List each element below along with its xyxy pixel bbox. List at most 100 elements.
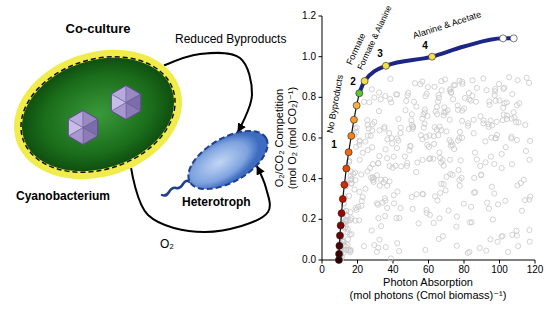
gray-point bbox=[396, 116, 401, 121]
cell-name: Cyanobacterium bbox=[16, 190, 110, 204]
callout-number: 3 bbox=[377, 48, 383, 60]
gray-point bbox=[486, 206, 491, 211]
curve-point bbox=[343, 165, 350, 172]
gray-point bbox=[363, 139, 368, 144]
gray-point bbox=[441, 163, 446, 168]
gray-point bbox=[357, 139, 362, 144]
axis-unit: (mol O₂ (mol CO₂)⁻¹) bbox=[285, 87, 298, 189]
gray-point bbox=[456, 167, 461, 172]
gray-point bbox=[385, 156, 390, 161]
carboxysomes bbox=[68, 86, 140, 145]
gray-point bbox=[377, 90, 382, 95]
gray-point bbox=[465, 250, 470, 255]
gray-point bbox=[434, 127, 439, 132]
annotation: Alanine & Acetate bbox=[412, 9, 483, 41]
gray-point bbox=[471, 117, 476, 122]
gray-point bbox=[395, 241, 400, 246]
gray-point bbox=[484, 88, 489, 93]
gray-points bbox=[337, 75, 533, 263]
gray-point bbox=[423, 247, 428, 252]
gray-point bbox=[397, 249, 402, 254]
gray-point bbox=[377, 128, 382, 133]
annotation: No Byproducts bbox=[325, 74, 345, 134]
gray-point bbox=[451, 83, 456, 88]
gray-point bbox=[495, 239, 500, 244]
gray-point bbox=[388, 256, 393, 261]
callout-number: 4 bbox=[422, 40, 428, 52]
gray-point bbox=[515, 78, 520, 83]
gray-point bbox=[472, 175, 477, 180]
cell-outline bbox=[178, 125, 278, 195]
gray-point bbox=[519, 208, 524, 213]
gray-point bbox=[411, 99, 416, 104]
gray-point bbox=[442, 105, 447, 110]
gray-point bbox=[396, 138, 401, 143]
gray-point bbox=[469, 220, 474, 225]
gray-point bbox=[494, 132, 499, 137]
gray-point bbox=[388, 96, 393, 101]
gray-point bbox=[435, 198, 440, 203]
axis-title: Photon Absorption bbox=[383, 276, 473, 289]
gray-point bbox=[399, 164, 404, 169]
gray-point bbox=[501, 105, 506, 110]
gray-point bbox=[468, 98, 473, 103]
gray-point bbox=[391, 154, 396, 159]
curve-point bbox=[336, 242, 343, 249]
gray-point bbox=[374, 173, 379, 178]
gray-point bbox=[420, 191, 425, 196]
gray-point bbox=[446, 208, 451, 213]
gray-point bbox=[458, 158, 463, 163]
gray-point bbox=[365, 169, 370, 174]
gray-point bbox=[393, 163, 398, 168]
callout-number: 2 bbox=[350, 76, 356, 88]
curve-point bbox=[356, 90, 363, 97]
cell-name: Heterotroph bbox=[182, 196, 251, 210]
gray-point bbox=[357, 189, 362, 194]
gray-point bbox=[441, 182, 446, 187]
curve-point bbox=[348, 132, 355, 139]
gray-point bbox=[374, 249, 379, 254]
tick-label: 1.0 bbox=[302, 51, 316, 63]
gray-point bbox=[448, 171, 453, 176]
gray-point bbox=[348, 247, 353, 252]
tick-label: 60 bbox=[423, 264, 434, 276]
gray-point bbox=[484, 248, 489, 253]
gray-point bbox=[420, 157, 425, 162]
gray-point bbox=[489, 184, 494, 189]
gray-point bbox=[509, 162, 514, 167]
gray-point bbox=[370, 128, 375, 133]
gray-point bbox=[345, 230, 350, 235]
gray-point bbox=[359, 172, 364, 177]
gray-point bbox=[424, 134, 429, 139]
gray-point bbox=[516, 243, 521, 248]
gray-point bbox=[450, 142, 455, 147]
gray-point bbox=[438, 190, 443, 195]
curve-point bbox=[336, 232, 343, 239]
gray-point bbox=[500, 118, 505, 123]
gray-point bbox=[454, 214, 459, 219]
gray-point bbox=[414, 192, 419, 197]
tick-mark bbox=[357, 260, 358, 264]
gray-point bbox=[478, 173, 483, 178]
gray-point bbox=[403, 108, 408, 113]
gray-point bbox=[431, 220, 436, 225]
gray-point bbox=[523, 122, 528, 127]
gray-point bbox=[445, 108, 450, 113]
gray-point bbox=[402, 154, 407, 159]
gray-point bbox=[523, 148, 528, 153]
gray-point bbox=[425, 84, 430, 89]
gray-point bbox=[370, 122, 375, 127]
gray-point bbox=[483, 139, 488, 144]
gray-point bbox=[360, 150, 365, 155]
gray-point bbox=[493, 98, 498, 103]
gray-point bbox=[416, 221, 421, 226]
gray-point bbox=[439, 88, 444, 93]
gray-point bbox=[514, 103, 519, 108]
gray-point bbox=[469, 204, 474, 209]
gray-point bbox=[435, 99, 440, 104]
gray-point bbox=[383, 214, 388, 219]
gray-point bbox=[346, 193, 351, 198]
gray-point bbox=[526, 80, 531, 85]
tick-label: 0.4 bbox=[302, 173, 316, 185]
gray-point bbox=[421, 112, 426, 117]
